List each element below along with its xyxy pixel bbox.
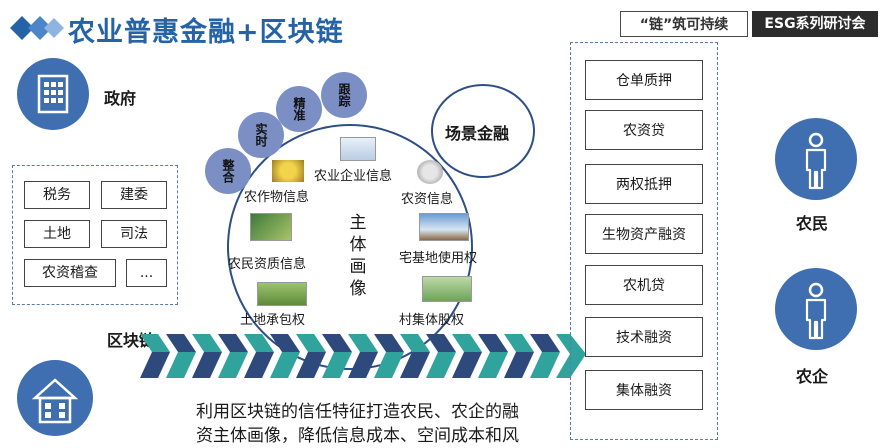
- chain-link-lower: [270, 352, 300, 378]
- land-contract-info: 土地承包权: [240, 313, 306, 328]
- dept-judicial: 司法: [101, 220, 167, 248]
- step-precise-label: 精准: [292, 97, 306, 121]
- homestead-photo: [419, 213, 469, 241]
- scene-finance-circle: [431, 84, 535, 178]
- agri-material-photo: [417, 160, 443, 184]
- series-badge-esg: ESG系列研讨会: [752, 11, 878, 37]
- farmer-quality-info: 农民资质信息: [228, 257, 307, 272]
- step-track: 跟踪: [321, 72, 367, 118]
- chain-link-upper: [140, 334, 170, 352]
- enterprise-house-icon: [17, 360, 93, 436]
- chain-link-upper: [478, 334, 508, 352]
- chain-link-lower: [530, 352, 560, 378]
- village-share-info: 村集体股权: [399, 313, 465, 328]
- step-precise: 精准: [276, 86, 322, 132]
- dept-more: ...: [126, 259, 167, 287]
- farmer-quality-photo: [250, 213, 292, 241]
- step-realtime: 实时: [238, 112, 284, 158]
- profile-title: 主体画像: [349, 213, 367, 299]
- land-contract-photo: [257, 282, 307, 306]
- chain-link-upper: [400, 334, 430, 352]
- chain-link-upper: [426, 334, 456, 352]
- chain-link-lower: [296, 352, 326, 378]
- chain-link-lower: [504, 352, 534, 378]
- page-title: 农业普惠金融+区块链: [68, 17, 344, 48]
- village-share-photo: [422, 276, 472, 302]
- chain-link-lower: [322, 352, 352, 378]
- chain-link-upper: [192, 334, 222, 352]
- chain-link-upper: [504, 334, 534, 352]
- chain-link-lower: [348, 352, 378, 378]
- crop-info: 农作物信息: [244, 190, 310, 205]
- chain-link-upper: [322, 334, 352, 352]
- dept-construction: 建委: [101, 181, 167, 209]
- chain-link-lower: [166, 352, 196, 378]
- profile-circle: [227, 124, 473, 370]
- product-collective-financing: 集体融资: [585, 370, 703, 410]
- bottom-description: 利用区块链的信任特征打造农民、农企的融 资主体画像，降低信息成本、空间成本和风: [196, 400, 576, 448]
- chain-link-lower: [374, 352, 404, 378]
- chain-link-lower: [478, 352, 508, 378]
- chain-link-upper: [530, 334, 560, 352]
- enterprise-label: 农企: [796, 367, 829, 386]
- dept-agri-inspection: 农资稽查: [24, 259, 116, 287]
- government-departments-box: [12, 165, 178, 305]
- chain-link-lower: [426, 352, 456, 378]
- chain-link-lower: [452, 352, 482, 378]
- step-realtime-label: 实时: [254, 123, 268, 147]
- chain-link-upper: [270, 334, 300, 352]
- chain-link-upper: [374, 334, 404, 352]
- dept-land: 土地: [24, 220, 90, 248]
- dept-tax: 税务: [24, 181, 90, 209]
- enterprise-person-icon: [775, 268, 857, 350]
- agri-enterprise-photo: [340, 137, 376, 161]
- step-integrate: 整合: [205, 148, 251, 194]
- series-badge-sustainable: “链”筑可持续: [620, 11, 748, 37]
- chain-link-upper: [296, 334, 326, 352]
- blockchain-chain-graphic: [140, 334, 586, 378]
- chain-link-lower: [140, 352, 170, 378]
- product-warehouse-receipt: 仓单质押: [585, 60, 703, 100]
- agri-material-info: 农资信息: [401, 192, 454, 207]
- product-machinery-loan: 农机贷: [585, 265, 703, 305]
- chain-link-upper: [218, 334, 248, 352]
- bottom-text-line-2: 资主体画像，降低信息成本、空间成本和风: [196, 426, 519, 446]
- crop-photo: [272, 160, 304, 182]
- government-label: 政府: [104, 89, 137, 108]
- chain-link-upper: [452, 334, 482, 352]
- diamond-logo-icon: [10, 16, 64, 40]
- chain-link-upper: [348, 334, 378, 352]
- chain-arrow-head: [556, 334, 586, 378]
- scene-finance-label: 场景金融: [445, 124, 510, 143]
- product-tech-financing: 技术融资: [585, 317, 703, 357]
- government-building-icon: [17, 58, 89, 130]
- bottom-text-line-1: 利用区块链的信任特征打造农民、农企的融: [196, 402, 519, 422]
- chain-link-upper: [166, 334, 196, 352]
- chain-link-lower: [218, 352, 248, 378]
- step-integrate-label: 整合: [221, 159, 235, 183]
- product-two-rights-mortgage: 两权抵押: [585, 164, 703, 204]
- homestead-info: 宅基地使用权: [399, 251, 478, 266]
- chain-link-lower: [192, 352, 222, 378]
- product-bio-asset-financing: 生物资产融资: [585, 214, 703, 254]
- chain-link-lower: [244, 352, 274, 378]
- chain-link-upper: [244, 334, 274, 352]
- step-track-label: 跟踪: [337, 83, 351, 107]
- farmer-person-icon: [775, 118, 857, 200]
- agri-enterprise-info: 农业企业信息: [314, 169, 393, 184]
- product-agri-material-loan: 农资贷: [585, 110, 703, 150]
- chain-link-lower: [400, 352, 430, 378]
- farmer-label: 农民: [796, 214, 829, 233]
